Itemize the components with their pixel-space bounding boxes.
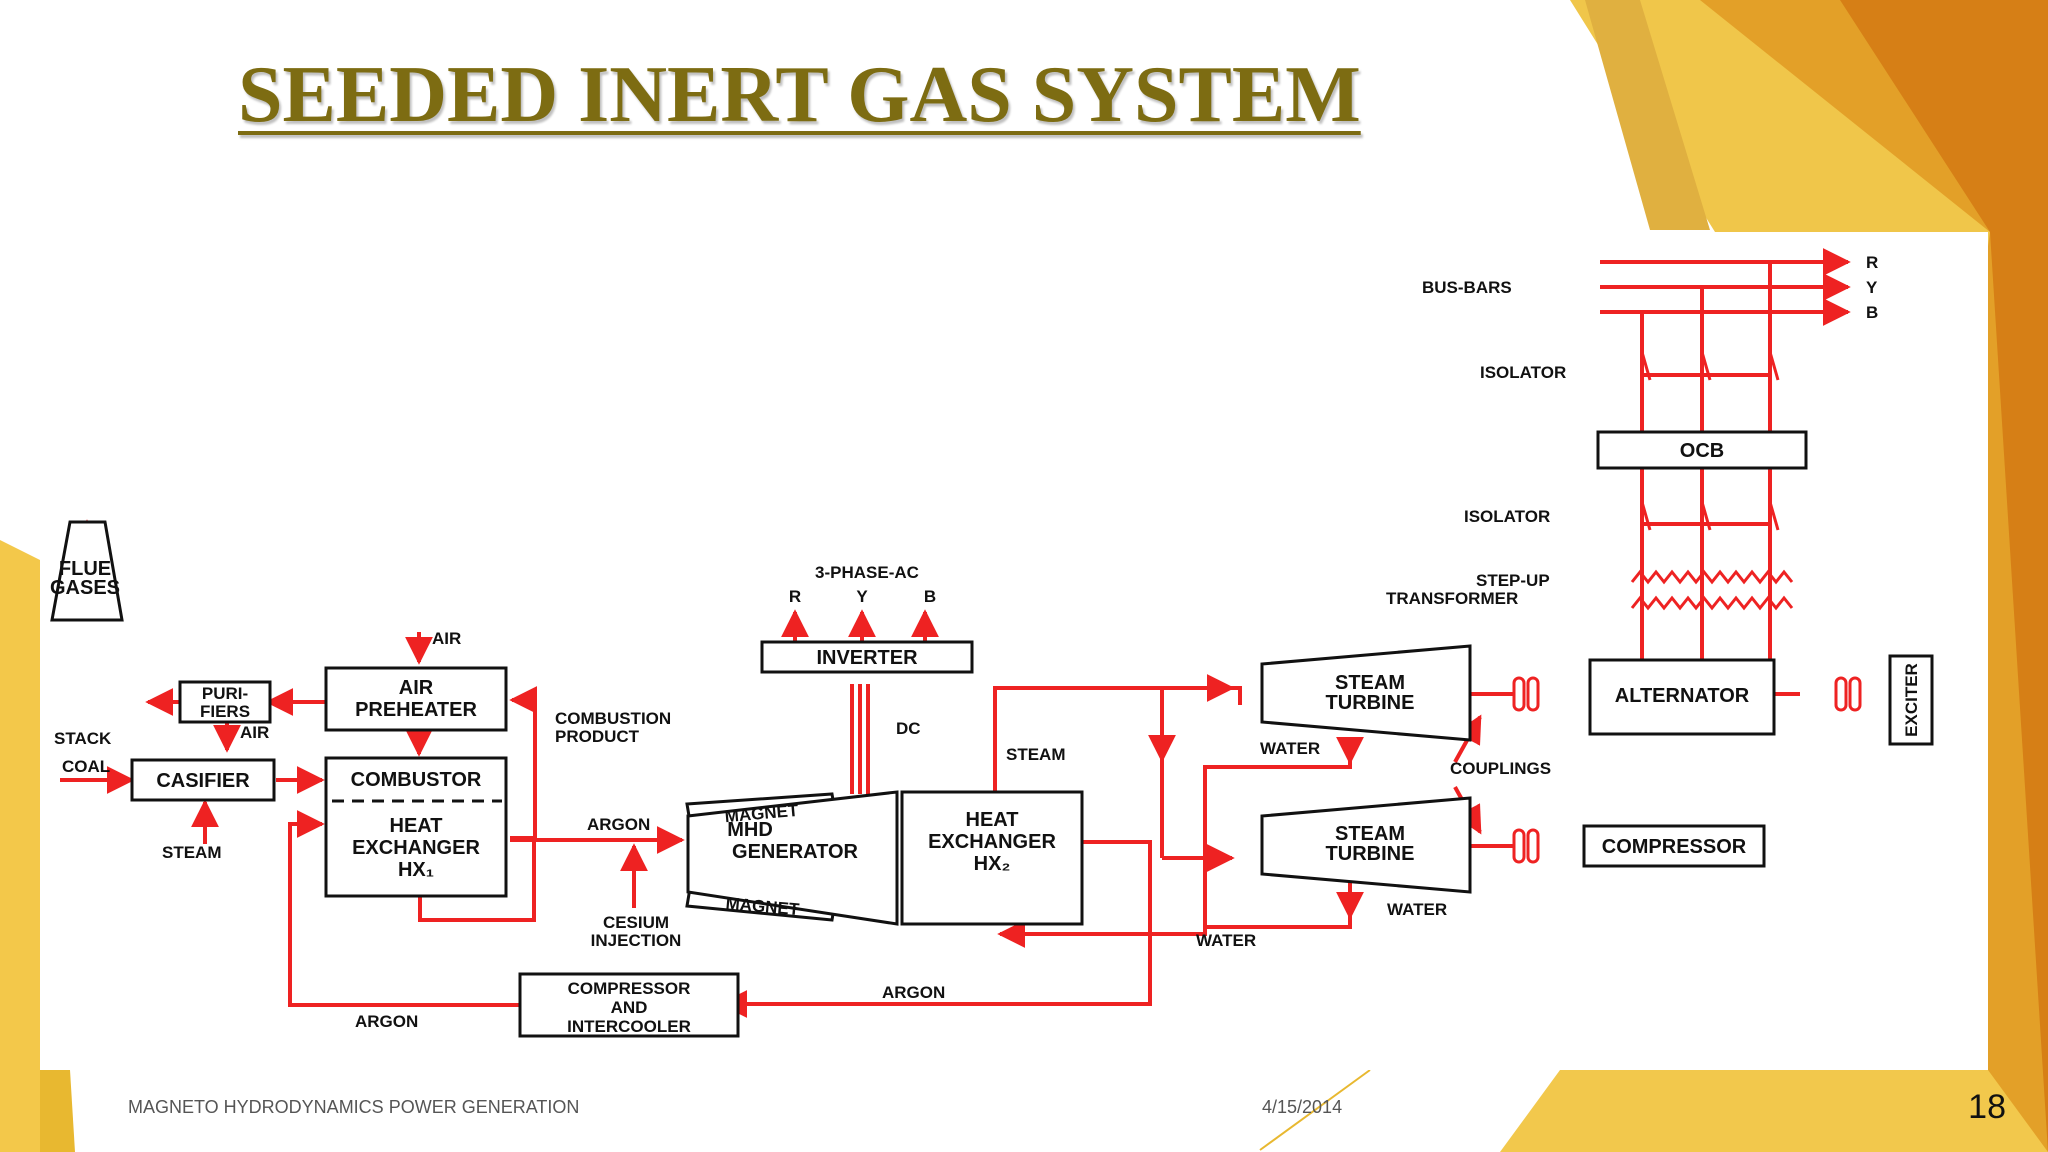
- argon-bottom-label: ARGON: [355, 1012, 418, 1031]
- alternator-block: [1588, 658, 1776, 736]
- water-return-label: WATER: [1196, 931, 1256, 950]
- air-preheater-label-1: AIR: [399, 677, 434, 699]
- cesium-label-2: INJECTION: [591, 931, 682, 950]
- water-upper-label: WATER: [1260, 739, 1320, 758]
- compressor-intercooler-block: [518, 972, 740, 1038]
- coal-label: COAL: [62, 757, 110, 776]
- purifiers-label-2: FIERS: [200, 702, 250, 721]
- hx1-label-3: HX₁: [398, 859, 434, 881]
- inverter-label: INVERTER: [816, 647, 918, 669]
- mhd-label-2: GENERATOR: [732, 841, 858, 863]
- footer-date: 4/15/2014: [1262, 1097, 1343, 1117]
- steam-turbine-bottom-label-1: STEAM: [1335, 823, 1405, 845]
- combustor-label: COMBUSTOR: [351, 769, 482, 791]
- air-top-label: AIR: [432, 629, 461, 648]
- isolator-top-label: ISOLATOR: [1480, 363, 1566, 382]
- hx2-label-1: HEAT: [966, 809, 1019, 831]
- air-preheater-label-2: PREHEATER: [355, 699, 477, 721]
- bus-bars-label: BUS-BARS: [1422, 278, 1512, 297]
- mhd-label-1: MHD: [727, 819, 773, 841]
- step-up-label-1: STEP-UP: [1476, 571, 1550, 590]
- water-lower-label: WATER: [1387, 900, 1447, 919]
- combustor-heat-exchanger-block: [324, 756, 508, 898]
- isolator-switches: [1640, 351, 1780, 531]
- mhd-generator-block: [686, 790, 899, 926]
- bus-b-label: B: [1866, 303, 1878, 322]
- stack-label: STACK: [54, 729, 112, 748]
- steam-gasifier-label: STEAM: [162, 843, 222, 862]
- slide-title: SEEDED INERT GAS SYSTEM: [238, 51, 1361, 139]
- phase-r-label: R: [789, 587, 801, 606]
- inverter-block: [760, 640, 974, 674]
- argon-return-label: ARGON: [882, 983, 945, 1002]
- compressor-intercooler-label-2: AND: [611, 998, 648, 1017]
- argon-in-label: ARGON: [587, 815, 650, 834]
- stack-shape: [50, 520, 124, 622]
- purifiers-block: [178, 680, 272, 724]
- exciter-label: EXCITER: [1902, 663, 1921, 737]
- dc-label: DC: [896, 719, 921, 738]
- step-up-label-2: TRANSFORMER: [1386, 589, 1518, 608]
- alternator-label: ALTERNATOR: [1615, 685, 1750, 707]
- isolator-bottom-label: ISOLATOR: [1464, 507, 1550, 526]
- gasifier-label: CASIFIER: [156, 770, 250, 792]
- hx1-label-1: HEAT: [390, 815, 443, 837]
- gasifier-block: [130, 758, 276, 802]
- compressor-intercooler-label-3: INTERCOOLER: [567, 1017, 691, 1036]
- transformer-windings: [1630, 569, 1794, 611]
- compressor-intercooler-label-1: COMPRESSOR: [568, 979, 691, 998]
- hx2-label-2: EXCHANGER: [928, 831, 1056, 853]
- exciter-block: [1888, 654, 1934, 746]
- combustion-product-label-2: PRODUCT: [555, 727, 640, 746]
- steam-turbine-bottom-label-2: TURBINE: [1326, 843, 1415, 865]
- cesium-label-1: CESIUM: [603, 913, 669, 932]
- steam-turbine-bottom-block: [1260, 796, 1472, 894]
- bus-r-label: R: [1866, 253, 1878, 272]
- air-mid-label: AIR: [240, 723, 269, 742]
- air-preheater-block: [324, 666, 508, 732]
- heat-exchanger-hx2-block: [900, 790, 1084, 926]
- steam-line-label: STEAM: [1006, 745, 1066, 764]
- flue-gases-label-1: FLUE: [59, 558, 111, 580]
- ocb-block: [1596, 430, 1808, 470]
- ocb-label: OCB: [1680, 440, 1724, 462]
- hx2-label-3: HX₂: [974, 853, 1011, 875]
- hx1-label-2: EXCHANGER: [352, 837, 480, 859]
- three-phase-label: 3-PHASE-AC: [815, 563, 919, 582]
- footer-presentation-title: MAGNETO HYDRODYNAMICS POWER GENERATION: [128, 1097, 580, 1117]
- flue-gases-label-2: GASES: [50, 577, 120, 599]
- phase-b-label: B: [924, 587, 936, 606]
- bus-y-label: Y: [1866, 278, 1878, 297]
- compressor-block: [1582, 824, 1766, 868]
- steam-turbine-top-label-1: STEAM: [1335, 672, 1405, 694]
- steam-turbine-top-label-2: TURBINE: [1326, 692, 1415, 714]
- purifiers-label-1: PURI-: [202, 684, 248, 703]
- steam-turbine-top-block: [1260, 644, 1472, 742]
- coupling-symbols: [1512, 676, 1862, 864]
- phase-y-label: Y: [856, 587, 868, 606]
- combustion-product-label-1: COMBUSTION: [555, 709, 671, 728]
- seeded-inert-gas-system-diagram: PURI- FIERS CASIFIER AIR PREHEATER COMBU…: [50, 248, 1934, 1038]
- couplings-label: COUPLINGS: [1450, 759, 1551, 778]
- compressor-label: COMPRESSOR: [1602, 836, 1747, 858]
- page-number: 18: [1968, 1088, 2006, 1126]
